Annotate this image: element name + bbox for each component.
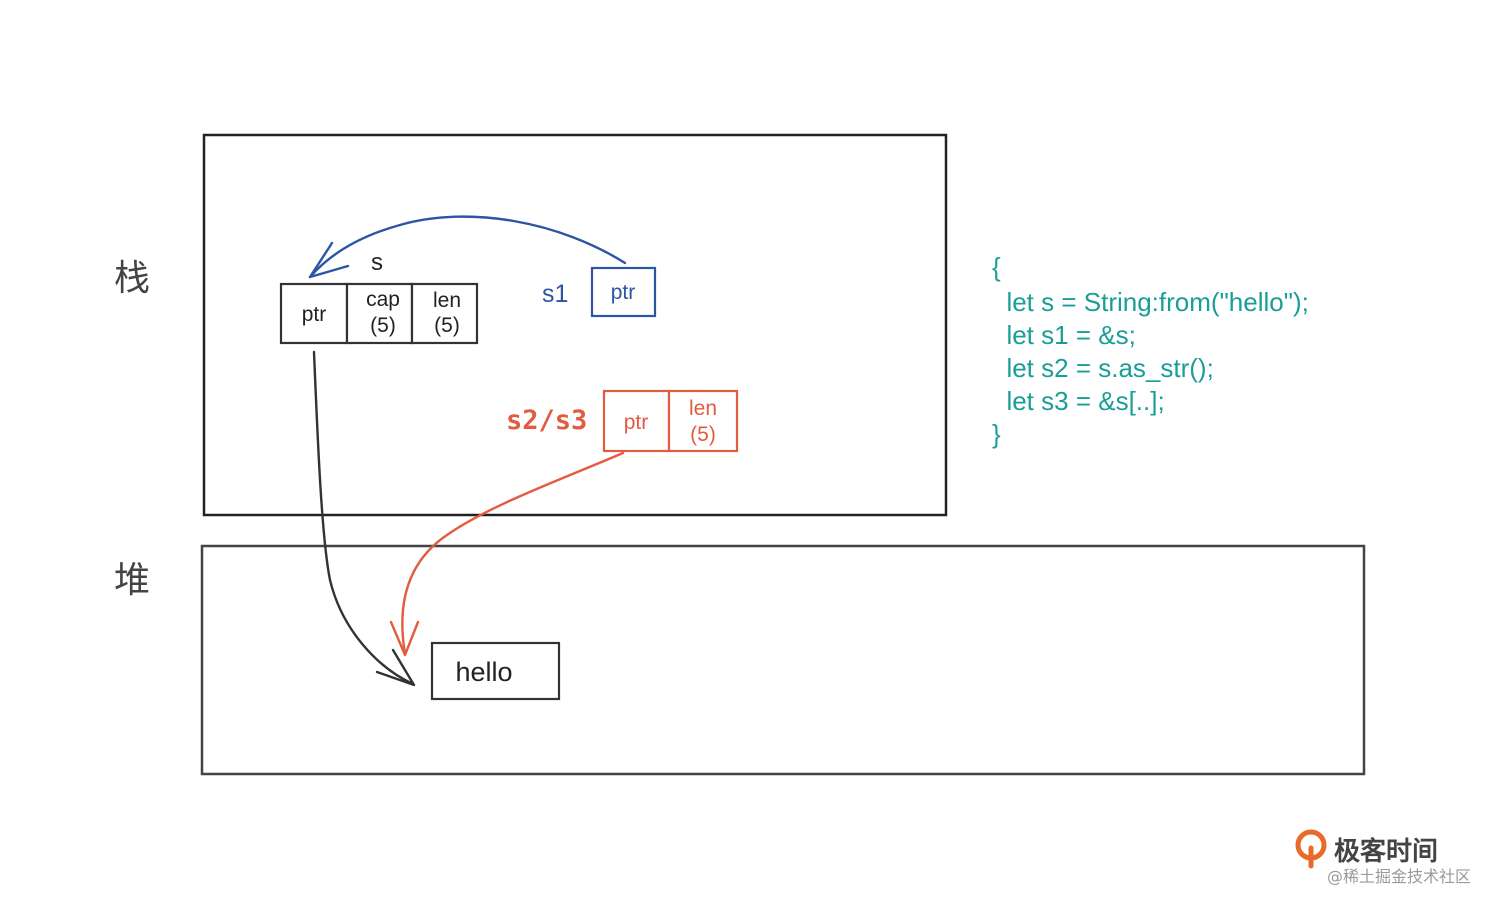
brand-name: 极客时间 [1334, 836, 1438, 867]
code-line: let s1 = &s; [992, 320, 1136, 350]
s1-ptr-label: ptr [611, 281, 636, 304]
hello-cell [430, 641, 561, 701]
s2s3-len-label: len [689, 397, 717, 420]
watermark-credit: @稀土掘金技术社区 [1327, 867, 1471, 886]
heap-region [200, 544, 1366, 776]
arrow-s-ptr-line [312, 350, 415, 686]
arrow-s1-to-s-head [308, 241, 350, 279]
s2s3-slice: s2/s3 ptr len (5) [506, 389, 739, 453]
code-line: let s2 = s.as_str(); [992, 353, 1214, 383]
s-len-label: len [433, 289, 461, 312]
s-ptr-label: ptr [302, 303, 327, 326]
s1-ref: s1 ptr [542, 266, 657, 318]
s-len-value: (5) [434, 314, 460, 337]
s2s3-len-value: (5) [690, 423, 716, 446]
heap-label: 堆 [114, 560, 150, 601]
stack-region [202, 133, 948, 517]
arrow-s1-to-s [308, 215, 627, 279]
code-line: { [992, 252, 1001, 282]
s-cap-label: cap [366, 288, 400, 311]
s-struct: s ptr cap (5) len (5) [279, 249, 479, 345]
s-name: s [371, 249, 383, 276]
s-cap-cell [345, 282, 414, 345]
code-line: } [992, 419, 1001, 449]
arrow-s-ptr-to-heap [312, 350, 416, 687]
hello-label: hello [455, 657, 512, 687]
arrow-s2s3-ptr-head [389, 620, 420, 657]
s2s3-ptr-label: ptr [624, 411, 649, 434]
code-block: { let s = String:from("hello"); let s1 =… [992, 252, 1309, 449]
arrow-s-ptr-head [375, 648, 416, 687]
brand-logo-icon [1295, 829, 1327, 869]
s1-ptr-cell [590, 266, 657, 318]
s2s3-ptr-cell [602, 389, 671, 453]
arrow-s2s3-ptr-to-heap [389, 451, 625, 657]
s2s3-len-cell [667, 389, 739, 453]
code-line: let s3 = &s[..]; [992, 386, 1165, 416]
s1-name: s1 [542, 280, 568, 308]
arrow-s1-to-s-line [308, 215, 627, 279]
heap-hello-block: hello [430, 641, 561, 701]
s-len-cell [410, 282, 479, 345]
arrow-s2s3-ptr-line [401, 451, 625, 656]
code-line: let s = String:from("hello"); [992, 287, 1309, 317]
s2s3-name: s2/s3 [506, 405, 587, 436]
stack-label: 栈 [114, 258, 150, 299]
s-cap-value: (5) [370, 314, 396, 337]
watermark: 极客时间 @稀土掘金技术社区 [1295, 829, 1471, 886]
